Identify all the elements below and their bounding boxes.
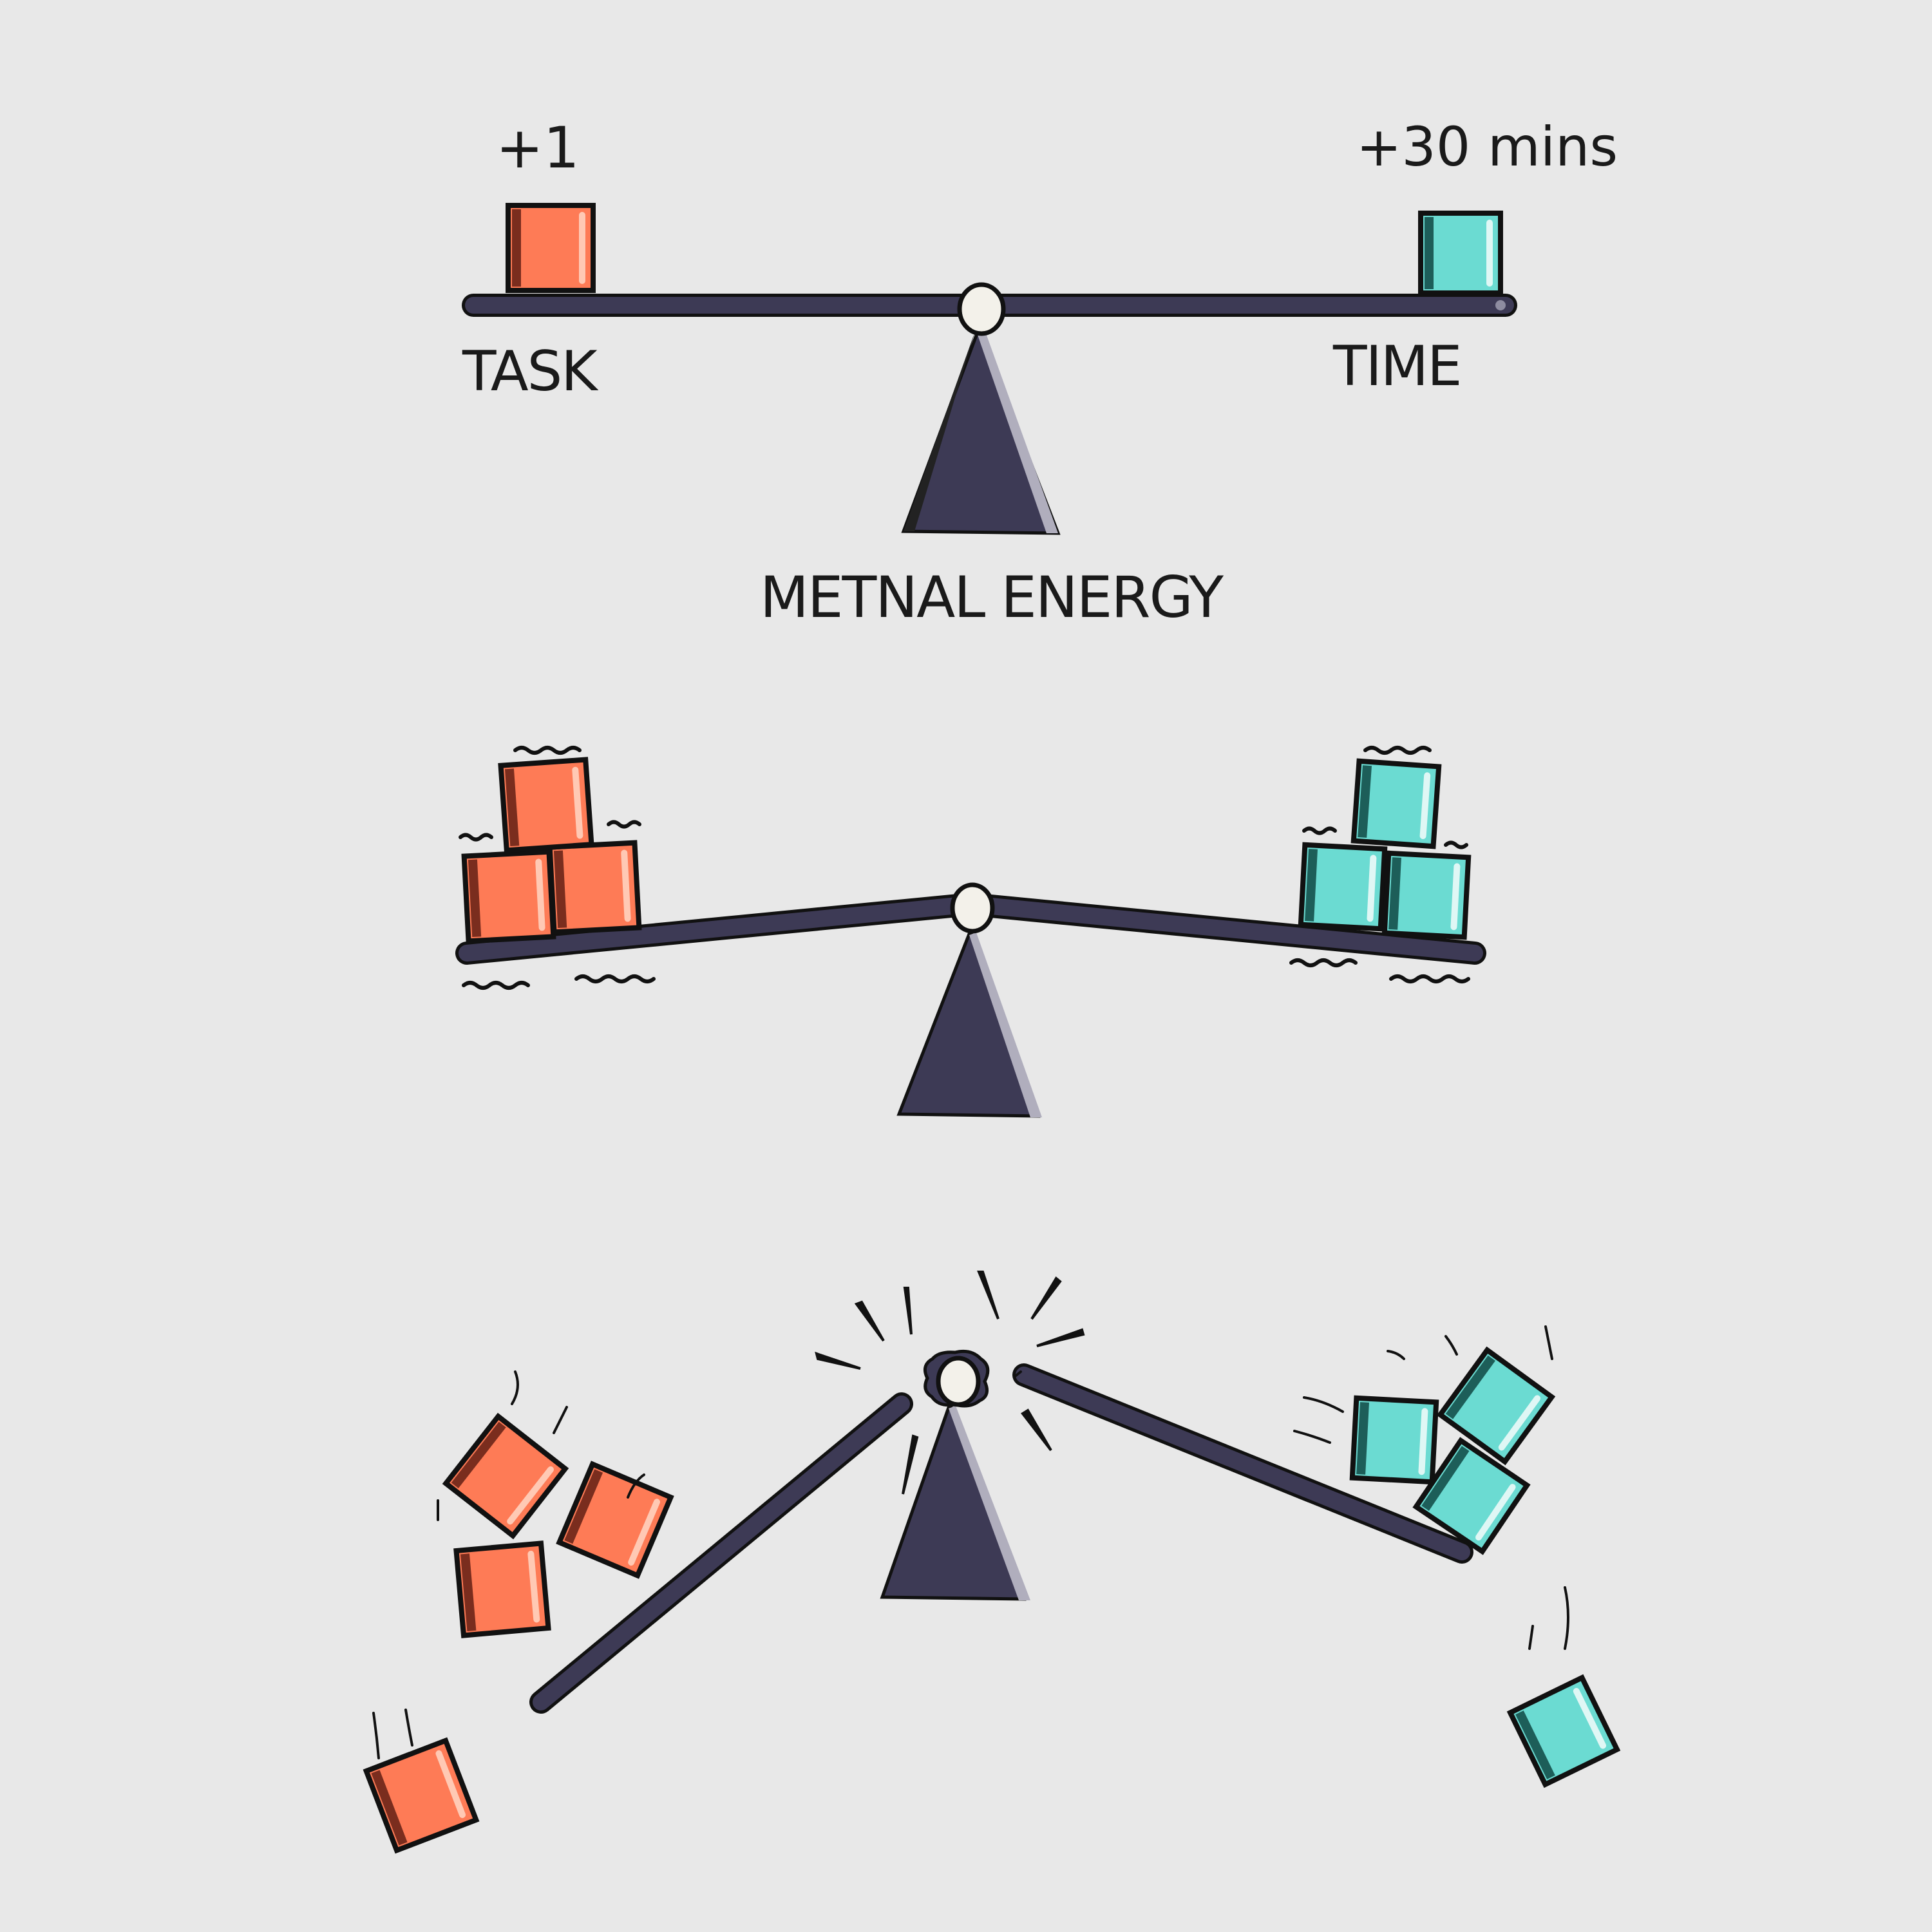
task-increment-label: +1 xyxy=(496,115,580,181)
task-block-3d xyxy=(366,1741,477,1851)
time-block-2b xyxy=(1385,853,1468,937)
pivot-3 xyxy=(923,1349,990,1408)
time-block-3d xyxy=(1510,1678,1617,1785)
fulcrum-2 xyxy=(896,925,1042,1118)
task-block-2b xyxy=(550,843,639,933)
pivot-1 xyxy=(957,282,1006,336)
beam-3-right xyxy=(1012,1363,1473,1564)
wobble-marks xyxy=(459,746,1470,990)
task-block-2a xyxy=(464,852,554,942)
time-block-3a xyxy=(1352,1398,1436,1482)
time-increment-label: +30 mins xyxy=(1356,115,1618,178)
task-block-2c xyxy=(501,760,592,851)
scene-loaded xyxy=(455,746,1486,1118)
time-label: TIME xyxy=(1333,334,1462,399)
time-block-2a xyxy=(1301,845,1385,929)
fulcrum-label: METNAL ENERGY xyxy=(760,564,1224,630)
fulcrum-3 xyxy=(880,1399,1030,1601)
task-block-3c xyxy=(456,1543,548,1635)
fulcrum-1 xyxy=(901,323,1061,535)
task-block-3a xyxy=(446,1416,565,1535)
break-burst-marks xyxy=(815,1271,1085,1495)
time-block-1 xyxy=(1421,213,1501,293)
task-label: TASK xyxy=(462,339,598,404)
scene-broken xyxy=(366,1271,1617,1851)
task-block-1 xyxy=(508,205,593,290)
task-block-3b xyxy=(559,1464,670,1575)
pivot-2 xyxy=(950,882,995,934)
motion-lines xyxy=(372,1325,1569,1759)
beam-3-left xyxy=(529,1392,913,1714)
time-block-2c xyxy=(1354,761,1439,846)
scene-balanced xyxy=(462,205,1517,535)
